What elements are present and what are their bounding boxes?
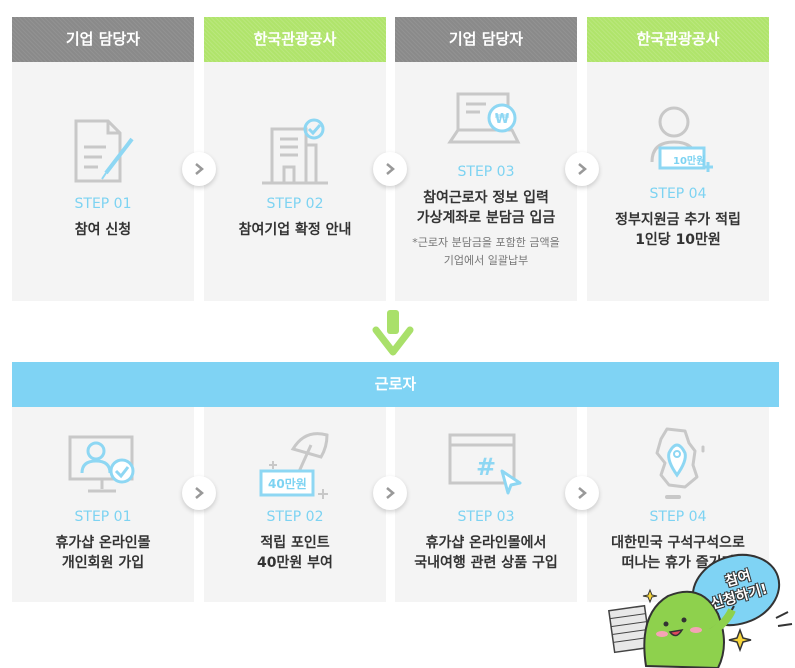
apply-mascot-button[interactable]: 참여 신청하기!: [606, 548, 795, 668]
browser-hashtag-icon: #: [448, 433, 522, 495]
header-company-1: 기업 담당자: [12, 17, 194, 62]
next-arrow: [373, 152, 407, 186]
chevron-right-icon: [386, 487, 395, 499]
next-arrow: [565, 476, 599, 510]
step-label: STEP 03: [457, 509, 515, 525]
points-badge: 40만원: [268, 477, 307, 491]
next-arrow: [565, 152, 599, 186]
document-pen-icon: [74, 119, 134, 183]
step-note-2: 기업에서 일괄납부: [443, 254, 529, 267]
step-label: STEP 04: [649, 186, 707, 202]
step-description: 대한민국 구석구석으로: [611, 535, 745, 551]
next-arrow: [373, 476, 407, 510]
step-note: *근로자 분담금을 포함한 금액을: [412, 236, 560, 249]
parasol-points-icon: [259, 432, 329, 499]
chevron-right-icon: [578, 487, 587, 499]
monitor-user-icon: [68, 435, 135, 493]
next-arrow: [182, 476, 216, 510]
step-description-2: 국내여행 관련 상품 구입: [414, 555, 558, 571]
step-description: 참여 신청: [74, 222, 132, 238]
chevron-right-icon: [578, 163, 587, 175]
down-arrow-icon: [372, 310, 414, 356]
header-kto-1: 한국관광공사: [204, 17, 386, 62]
svg-text:₩: ₩: [495, 112, 510, 127]
worker-step-card-join: STEP 01 휴가샵 온라인몰 개인회원 가입: [12, 407, 194, 602]
step-label: STEP 02: [266, 509, 324, 525]
step-card-confirmation: STEP 02 참여기업 확정 안내: [204, 62, 386, 301]
step-label: STEP 03: [457, 164, 515, 180]
step-description: 참여근로자 정보 입력: [423, 190, 549, 206]
worker-step-card-points: 40만원 STEP 02 적립 포인트 40만원 부여: [204, 407, 386, 602]
korea-map-pin-icon: [655, 427, 705, 499]
worker-band: 근로자: [12, 362, 779, 407]
worker-step-card-purchase: # STEP 03 휴가샵 온라인몰에서 국내여행 관련 상품 구입: [395, 407, 577, 602]
step-description: 휴가샵 온라인몰: [55, 535, 151, 551]
step-description: 휴가샵 온라인몰에서: [425, 535, 547, 551]
step-label: STEP 01: [74, 509, 132, 525]
money-badge: 10만원: [673, 156, 706, 167]
mascot-icon: [607, 553, 793, 668]
step-description: 정부지원금 추가 적립: [615, 212, 741, 228]
header-company-2: 기업 담당자: [395, 17, 577, 62]
header-kto-2: 한국관광공사: [587, 17, 769, 62]
chevron-right-icon: [195, 487, 204, 499]
chevron-right-icon: [386, 163, 395, 175]
svg-text:#: #: [476, 453, 496, 481]
building-check-icon: [262, 118, 328, 185]
step-label: STEP 02: [266, 196, 324, 212]
step-card-deposit: ₩ STEP 03 참여근로자 정보 입력 가상계좌로 분담금 입금 *근로자 …: [395, 62, 577, 301]
step-card-government-support: 10만원 STEP 04 정부지원금 추가 적립 1인당 10만원: [587, 62, 769, 301]
step-description-2: 40만원 부여: [257, 555, 333, 571]
chevron-right-icon: [195, 163, 204, 175]
step-label: STEP 04: [649, 509, 707, 525]
step-label: STEP 01: [74, 196, 132, 212]
laptop-won-icon: ₩: [447, 92, 521, 144]
step-description: 적립 포인트: [260, 535, 330, 551]
step-description: 참여기업 확정 안내: [238, 222, 352, 238]
step-description-2: 1인당 10만원: [635, 232, 721, 248]
person-money-icon: [650, 106, 713, 172]
step-description-2: 가상계좌로 분담금 입금: [416, 210, 556, 226]
step-description-2: 떠나는 휴가 즐기기: [621, 555, 735, 571]
step-card-application: STEP 01 참여 신청: [12, 62, 194, 301]
next-arrow: [182, 152, 216, 186]
step-description-2: 개인회원 가입: [61, 555, 145, 571]
